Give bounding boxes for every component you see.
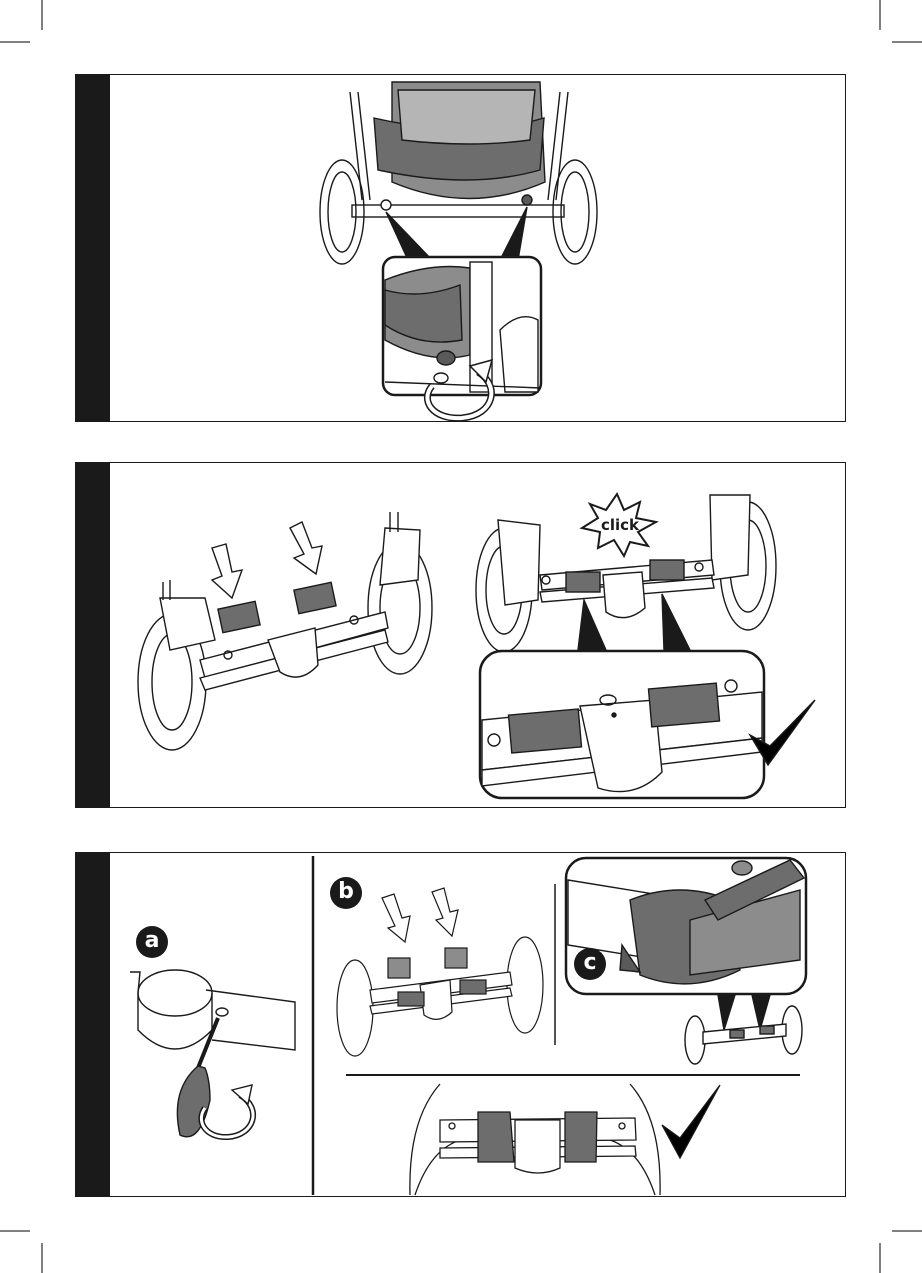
label-a-badge: a bbox=[136, 926, 168, 958]
label-b-badge: b bbox=[330, 877, 362, 909]
step-panel-2 bbox=[75, 462, 846, 808]
step-bar bbox=[76, 75, 110, 421]
label-c-badge: c bbox=[574, 948, 606, 980]
step-bar bbox=[76, 463, 110, 807]
step-bar bbox=[76, 853, 110, 1196]
step-panel-3 bbox=[75, 852, 846, 1197]
step-panel-1 bbox=[75, 74, 846, 422]
click-burst-label: click bbox=[598, 516, 642, 534]
